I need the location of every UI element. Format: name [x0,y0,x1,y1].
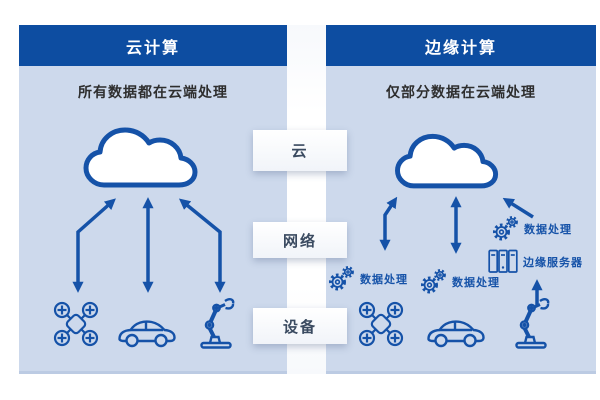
gears-icon [329,266,354,291]
arrow-cloud-drone [72,198,116,293]
cloud-icon [395,133,499,189]
data-processing-label: 数据处理 [452,276,500,289]
cloud-computing-subtitle: 所有数据都在云端处理 [78,84,228,100]
edge-arrows [379,196,543,305]
car-icon [118,320,176,348]
gears-icon [421,269,446,294]
robot-arm-icon [200,298,235,349]
layer-label-device: 设备 [253,308,347,344]
data-processing-group: 数据处理 [420,268,500,295]
layer-label-cloud: 云 [253,130,347,171]
data-processing-group: 数据处理 [328,265,408,292]
cloud-device-arrows [72,197,226,293]
cloud-computing-title: 云计算 [19,25,287,66]
edge-computing-panel: 边缘计算 仅部分数据在云端处理 [326,25,596,374]
arrow-cloud-drone [379,196,398,251]
car-icon [427,320,485,348]
edge-computing-subtitle: 仅部分数据在云端处理 [386,84,536,100]
robot-arm-icon [515,298,550,349]
edge-server-group: 边缘服务器 [488,249,583,274]
data-processing-group: 数据处理 [492,215,572,242]
edge-server-label: 边缘服务器 [523,256,583,269]
drone-icon [53,301,99,347]
cloud-computing-panel: 云计算 所有数据都在云端处理 [19,25,287,374]
data-processing-label: 数据处理 [524,223,572,236]
drone-icon [358,301,404,347]
cloud-icon [83,127,198,188]
arrow-server-cloud [502,197,534,219]
edge-computing-title: 边缘计算 [326,25,596,66]
layer-label-network: 网络 [253,222,347,258]
arrow-cloud-robot [178,198,226,293]
server-icon [488,249,518,273]
data-processing-label: 数据处理 [360,273,408,286]
gears-icon [493,216,518,241]
